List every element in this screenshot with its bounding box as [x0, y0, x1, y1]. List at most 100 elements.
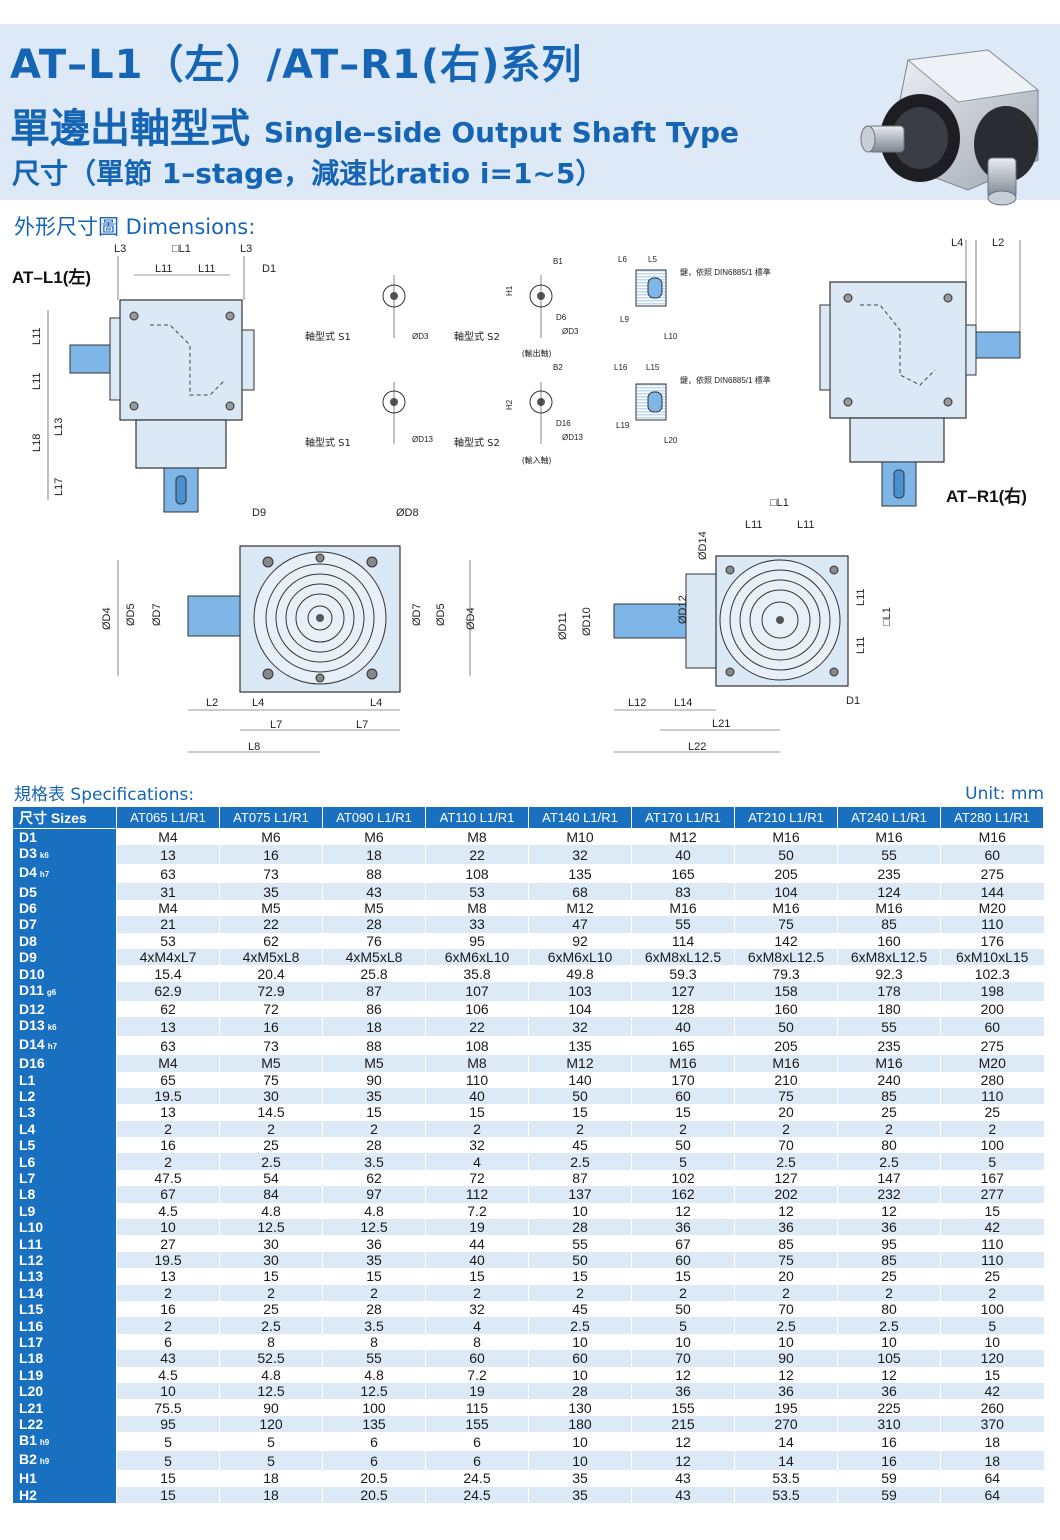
table-cell: 4.8: [219, 1366, 323, 1383]
table-cell: 2: [219, 1120, 323, 1138]
table-cell: 80: [837, 1300, 941, 1318]
table-cell: 4.5: [116, 1366, 220, 1383]
table-cell: 10: [528, 1202, 632, 1220]
table-cell: 10: [734, 1333, 838, 1351]
dim-l5: L5: [648, 255, 657, 264]
dim-d12: ØD12: [677, 595, 689, 624]
table-cell: 108: [425, 1036, 529, 1056]
table-cell: 60: [425, 1350, 529, 1367]
table-cell: 52.5: [219, 1350, 323, 1367]
table-cell: 142: [734, 932, 838, 949]
row-header: L3: [12, 1104, 117, 1121]
table-cell: 95: [837, 1235, 941, 1252]
table-cell: 28: [528, 1219, 632, 1236]
row-header: L8: [12, 1186, 117, 1203]
table-cell: 6: [322, 1432, 426, 1452]
table-cell: M16: [631, 899, 735, 917]
table-cell: 12: [631, 1451, 735, 1471]
table-cell: 16: [116, 1300, 220, 1318]
table-cell: 12.5: [219, 1219, 323, 1236]
table-cell: 6: [425, 1451, 529, 1471]
table-cell: 4.5: [116, 1202, 220, 1220]
table-cell: 6: [425, 1432, 529, 1452]
table-cell: 2.5: [734, 1317, 838, 1334]
table-cell: 10: [528, 1366, 632, 1383]
table-cell: M16: [837, 899, 941, 917]
table-cell: 5: [219, 1451, 323, 1471]
table-cell: 15: [631, 1104, 735, 1121]
table-cell: 162: [631, 1186, 735, 1203]
table-cell: 20.5: [322, 1470, 426, 1487]
table-cell: 170: [631, 1071, 735, 1088]
row-header: L17: [12, 1333, 117, 1351]
table-cell: 15: [940, 1202, 1044, 1220]
dim-d5-right: ØD5: [435, 603, 447, 626]
table-cell: 110: [940, 916, 1044, 933]
row-header: L12: [12, 1251, 117, 1269]
table-cell: 5: [940, 1153, 1044, 1170]
table-cell: 28: [528, 1382, 632, 1400]
dim-d4-right: ØD4: [465, 607, 477, 630]
table-cell: 35: [528, 1470, 632, 1487]
table-cell: 140: [528, 1071, 632, 1088]
table-cell: 2: [116, 1284, 220, 1301]
row-header: L16: [12, 1317, 117, 1334]
row-header: L14: [12, 1284, 117, 1301]
table-cell: 12: [631, 1202, 735, 1220]
table-cell: 12: [837, 1202, 941, 1220]
table-cell: 198: [940, 981, 1044, 1001]
table-cell: 100: [940, 1300, 1044, 1318]
table-cell: 28: [322, 1137, 426, 1154]
table-cell: 104: [734, 883, 838, 900]
table-cell: 2: [322, 1284, 426, 1301]
table-cell: 45: [528, 1137, 632, 1154]
dim-l21: L21: [712, 718, 730, 730]
table-cell: M5: [322, 1055, 426, 1072]
table-cell: 97: [322, 1186, 426, 1203]
table-cell: 10: [528, 1333, 632, 1351]
label-input-shaft: (輸入軸): [522, 455, 552, 465]
row-header: D7: [12, 916, 117, 933]
table-cell: 6: [116, 1333, 220, 1351]
table-cell: 120: [940, 1350, 1044, 1367]
label-atr1: AT–R1(右): [946, 486, 1027, 506]
table-cell: 55: [322, 1350, 426, 1367]
row-header: L6: [12, 1153, 117, 1170]
table-cell: 2: [116, 1120, 220, 1138]
dim-d7-left: ØD7: [151, 603, 163, 626]
table-cell: 24.5: [425, 1486, 529, 1503]
tolerance-label: h9: [39, 1457, 50, 1467]
table-cell: 75: [734, 1087, 838, 1105]
dim-l13: L13: [53, 418, 65, 436]
row-header: L7: [12, 1169, 117, 1187]
table-cell: 54: [219, 1169, 323, 1187]
table-cell: 5: [219, 1432, 323, 1452]
table-cell: 13: [116, 1104, 220, 1121]
table-cell: 32: [425, 1137, 529, 1154]
label-shaft-s2-bottom: 軸型式 S2: [454, 436, 500, 449]
table-cell: 15: [425, 1104, 529, 1121]
table-cell: 50: [528, 1087, 632, 1105]
table-cell: 31: [116, 883, 220, 900]
table-cell: M12: [631, 828, 735, 846]
drawing-atl1-front: AT–L1(左) L3 □L1 L3 L11 L11 D1 L11 L11 L1…: [12, 243, 276, 513]
row-header: L18: [12, 1350, 117, 1367]
table-cell: 45: [528, 1300, 632, 1318]
table-cell: 155: [425, 1415, 529, 1433]
table-cell: 12: [734, 1366, 838, 1383]
dim-d4-left: ØD4: [101, 607, 113, 630]
dim-d11: ØD11: [557, 612, 569, 640]
table-cell: 2: [837, 1284, 941, 1301]
table-cell: 105: [837, 1350, 941, 1367]
dim-l10: L10: [664, 332, 678, 341]
table-cell: 70: [734, 1300, 838, 1318]
dim-l11-side-v1: L11: [855, 588, 867, 606]
table-cell: 2: [940, 1284, 1044, 1301]
table-cell: 15: [940, 1366, 1044, 1383]
table-cell: 47: [528, 916, 632, 933]
table-cell: 10: [940, 1333, 1044, 1351]
